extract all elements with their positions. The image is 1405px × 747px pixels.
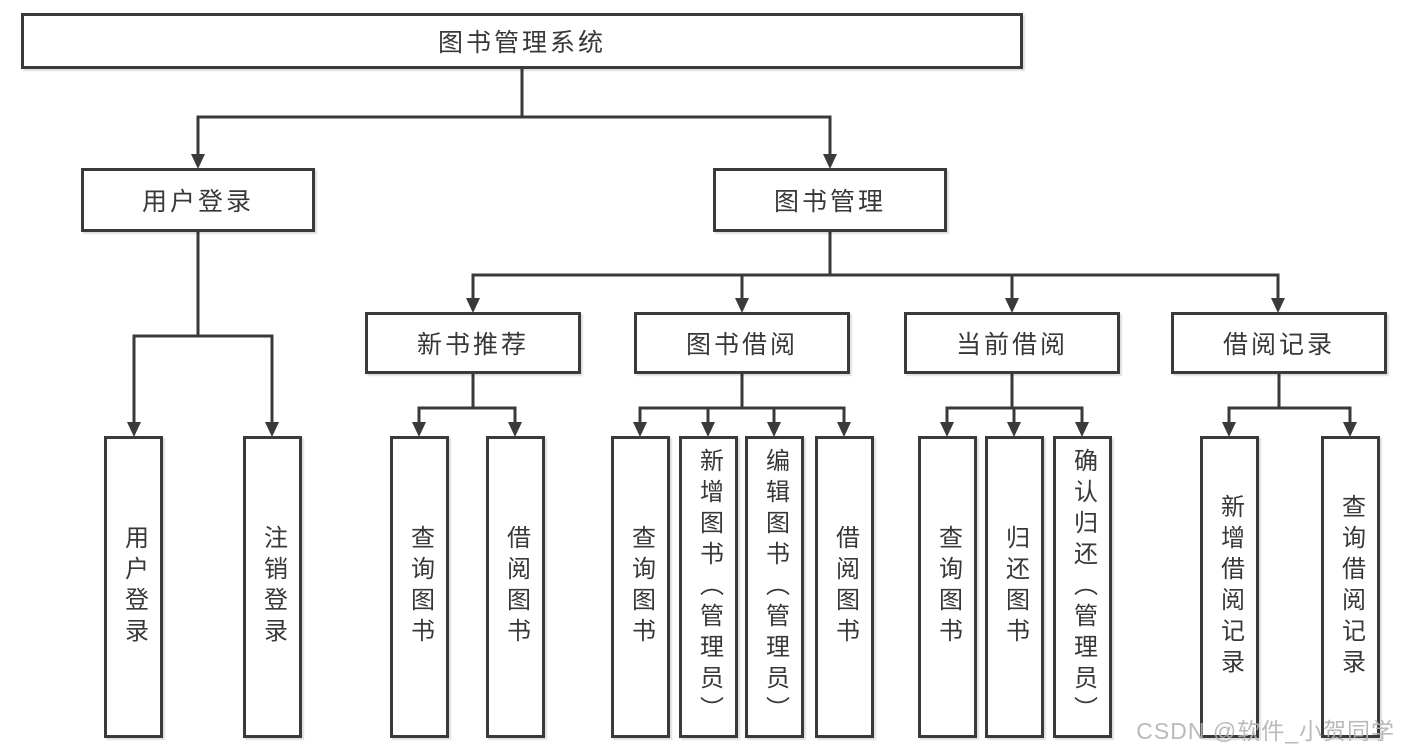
node-label: 注销登录 xyxy=(259,525,287,649)
node-label: 图书借阅 xyxy=(685,331,798,359)
node-label: 借阅图书 xyxy=(502,525,530,649)
node-label: 新增图书（管理员） xyxy=(695,447,723,727)
arrowhead xyxy=(1075,422,1089,437)
node-label: 借阅记录 xyxy=(1222,331,1335,359)
connector-book-borrow xyxy=(638,372,846,426)
arrowhead xyxy=(127,422,141,437)
arrowhead xyxy=(767,422,781,437)
node-label: 图书管理 xyxy=(773,188,886,216)
node-library-management-system: 图书管理系统 xyxy=(21,13,1023,69)
leaf-current-confirm-return-admin: 确认归还（管理员） xyxy=(1053,436,1112,738)
leaf-records-query-borrow-record: 查询借阅记录 xyxy=(1321,436,1380,738)
leaf-current-query-books: 查询图书 xyxy=(918,436,977,738)
node-new-book-recommend: 新书推荐 xyxy=(365,312,581,374)
connector-borrow-records xyxy=(1227,372,1352,426)
arrowhead xyxy=(1007,422,1021,437)
leaf-borrow-edit-books-admin: 编辑图书（管理员） xyxy=(745,436,804,738)
leaf-newbook-borrow-books: 借阅图书 xyxy=(486,436,545,738)
leaf-records-add-borrow-record: 新增借阅记录 xyxy=(1200,436,1259,738)
connector-lines xyxy=(132,67,1352,426)
arrowhead xyxy=(633,422,647,437)
arrowhead xyxy=(412,422,426,437)
node-label: 编辑图书（管理员） xyxy=(761,447,789,727)
node-label: 归还图书 xyxy=(1001,525,1029,649)
arrowhead xyxy=(1271,298,1285,313)
arrowhead xyxy=(265,422,279,437)
arrowheads xyxy=(127,154,1357,437)
leaf-logout: 注销登录 xyxy=(243,436,302,738)
csdn-watermark: CSDN @软件_小贺同学 xyxy=(1136,718,1395,744)
node-label: 借阅图书 xyxy=(831,525,859,649)
node-label: 用户登录 xyxy=(141,188,254,216)
node-book-management: 图书管理 xyxy=(713,168,947,232)
node-label: 当前借阅 xyxy=(955,331,1068,359)
arrowhead xyxy=(191,154,205,169)
arrowhead xyxy=(1343,422,1357,437)
arrowhead xyxy=(940,422,954,437)
arrowhead xyxy=(701,422,715,437)
arrowhead xyxy=(1222,422,1236,437)
node-label: 查询图书 xyxy=(934,525,962,649)
arrowhead xyxy=(735,298,749,313)
node-label: 确认归还（管理员） xyxy=(1069,447,1097,727)
arrowhead xyxy=(837,422,851,437)
connector-user-login xyxy=(132,230,274,426)
node-current-borrow: 当前借阅 xyxy=(904,312,1120,374)
leaf-borrow-add-books-admin: 新增图书（管理员） xyxy=(679,436,738,738)
node-book-borrow: 图书借阅 xyxy=(634,312,850,374)
node-label: 查询图书 xyxy=(406,525,434,649)
arrowhead xyxy=(1005,298,1019,313)
leaf-user-login: 用户登录 xyxy=(104,436,163,738)
node-label: 用户登录 xyxy=(120,525,148,649)
leaf-borrow-query-books: 查询图书 xyxy=(611,436,670,738)
connector-current-borrow xyxy=(945,372,1084,426)
leaf-borrow-borrow-books: 借阅图书 xyxy=(815,436,874,738)
node-label: 新书推荐 xyxy=(416,331,529,359)
arrowhead xyxy=(466,298,480,313)
leaf-current-return-books: 归还图书 xyxy=(985,436,1044,738)
node-label: 图书管理系统 xyxy=(437,29,606,57)
leaf-newbook-query-books: 查询图书 xyxy=(390,436,449,738)
connector-new-book xyxy=(417,372,517,426)
node-label: 新增借阅记录 xyxy=(1216,494,1244,680)
node-borrow-records: 借阅记录 xyxy=(1171,312,1387,374)
node-user-login: 用户登录 xyxy=(81,168,315,232)
connector-root xyxy=(196,67,832,158)
node-label: 查询图书 xyxy=(627,525,655,649)
node-label: 查询借阅记录 xyxy=(1337,494,1365,680)
arrowhead xyxy=(508,422,522,437)
arrowhead xyxy=(823,154,837,169)
connector-book-management xyxy=(471,230,1280,302)
